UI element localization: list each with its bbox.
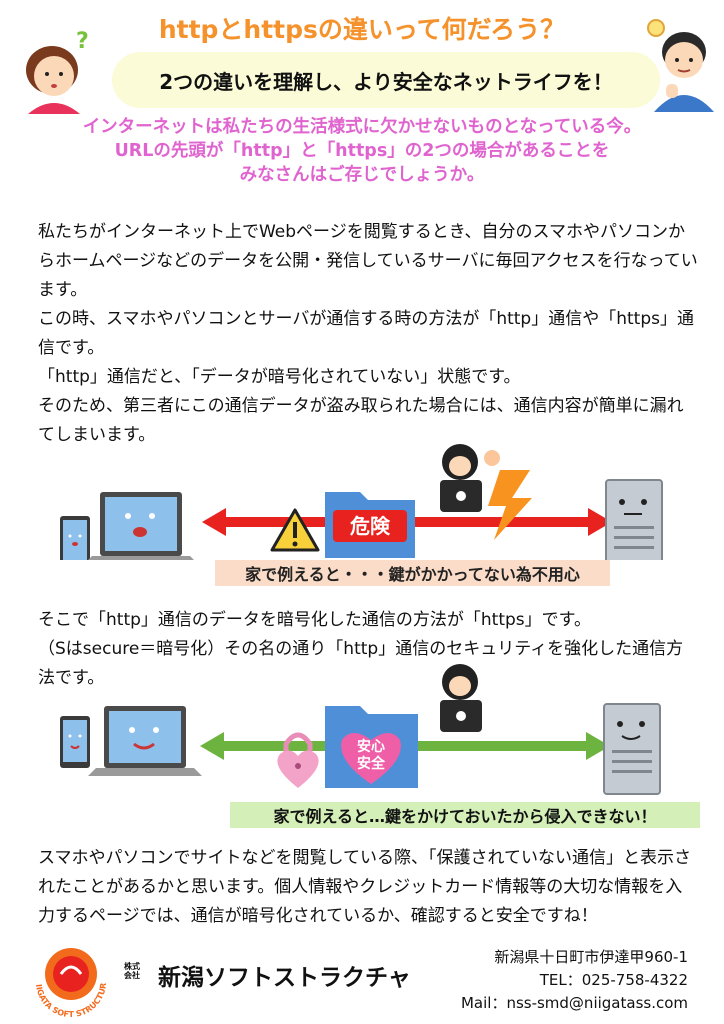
address: 新潟県十日町市伊達甲960-1 xyxy=(494,948,688,966)
https-diagram: 安心 安全 xyxy=(60,664,661,795)
lead-line: URLの先頭が「http」と「https」の2つの場合があることを xyxy=(114,141,610,161)
server-icon xyxy=(603,703,661,795)
closing-paragraph: スマホやパソコンでサイトなどを閲覧している際、「保護されていない通信」と表示され… xyxy=(38,848,691,926)
page-title: httpとhttpsの違いって何だろう？ xyxy=(158,15,566,44)
safe-label-line1: 安心 xyxy=(357,738,385,755)
phone-number: TEL：025-758-4322 xyxy=(539,971,688,989)
https-explanation: そこで「http」通信のデータを暗号化した通信の方法が「https」です。 （S… xyxy=(38,606,698,693)
lightning-icon xyxy=(488,470,532,540)
intro-paragraph: 「http」通信だと、「データが暗号化されていない」状態です。 xyxy=(38,367,521,387)
intro-paragraph: 私たちがインターネット上でWebページを閲覧するとき、自分のスマホやパソコンから… xyxy=(38,222,698,300)
safe-label-line2: 安全 xyxy=(357,755,386,772)
subtitle-text: 2つの違いを理解し、より安全なネットライフを！ xyxy=(159,69,613,94)
https-caption: 家で例えると…鍵をかけておいたから侵入できない！ xyxy=(230,802,700,828)
padlock-icon xyxy=(277,732,319,788)
subtitle-banner: 2つの違いを理解し、より安全なネットライフを！ xyxy=(112,52,660,108)
company-type-line: 株式 xyxy=(124,962,140,971)
intro-paragraph: そのため、第三者にこの通信データが盗み取られた場合には、通信内容が簡単に漏れてし… xyxy=(38,396,684,445)
middle-paragraph: そこで「http」通信のデータを暗号化した通信の方法が「https」です。 xyxy=(38,610,591,630)
svg-text:?: ? xyxy=(76,29,89,54)
http-caption: 家で例えると・・・鍵がかかってない為不用心 xyxy=(215,560,610,586)
company-name: 新潟ソフトストラクチャ xyxy=(158,965,411,991)
danger-label: 危険 xyxy=(350,514,391,538)
laptop-icon xyxy=(88,706,202,776)
lead-text: インターネットは私たちの生活様式に欠かせないものとなっている今。 URLの先頭が… xyxy=(0,115,724,187)
middle-paragraph: （Sはsecure＝暗号化）その名の通り「http」通信のセキュリティを強化した… xyxy=(38,639,684,688)
intro-text: 私たちがインターネット上でWebページを閲覧するとき、自分のスマホやパソコンから… xyxy=(38,218,698,450)
server-icon xyxy=(605,479,663,560)
company-type: 株式 会社 xyxy=(124,962,140,980)
folder-icon: 危険 xyxy=(325,492,415,558)
lead-line: インターネットは私たちの生活様式に欠かせないものとなっている今。 xyxy=(82,117,642,137)
email-address: Mail：nss-smd@niigatass.com xyxy=(460,994,688,1012)
contact-block: 新潟県十日町市伊達甲960-1 TEL：025-758-4322 Mail：ns… xyxy=(461,946,688,1015)
company-logo-icon: NIIGATA SOFT STRUCTURE xyxy=(26,938,108,1019)
thinking-boy-illustration xyxy=(647,19,714,112)
hacker-icon xyxy=(440,664,482,732)
laptop-icon xyxy=(88,492,194,560)
https-caption-text: 家で例えると…鍵をかけておいたから侵入できない！ xyxy=(273,807,657,826)
company-type-line: 会社 xyxy=(124,971,140,980)
folder-icon: 安心 安全 xyxy=(325,706,418,788)
smartphone-icon xyxy=(60,516,90,560)
smartphone-icon xyxy=(60,716,90,768)
warning-icon xyxy=(270,508,320,552)
lead-line: みなさんはご存じでしょうか。 xyxy=(239,165,485,185)
http-caption-text: 家で例えると・・・鍵がかかってない為不用心 xyxy=(245,565,580,584)
http-diagram: 危険 xyxy=(60,444,663,560)
confused-girl-illustration: ? xyxy=(26,29,89,114)
hacker-icon xyxy=(440,444,500,512)
intro-paragraph: この時、スマホやパソコンとサーバが通信する時の方法が「http」通信や「http… xyxy=(38,309,694,358)
closing-text: スマホやパソコンでサイトなどを閲覧している際、「保護されていない通信」と表示され… xyxy=(38,844,698,931)
